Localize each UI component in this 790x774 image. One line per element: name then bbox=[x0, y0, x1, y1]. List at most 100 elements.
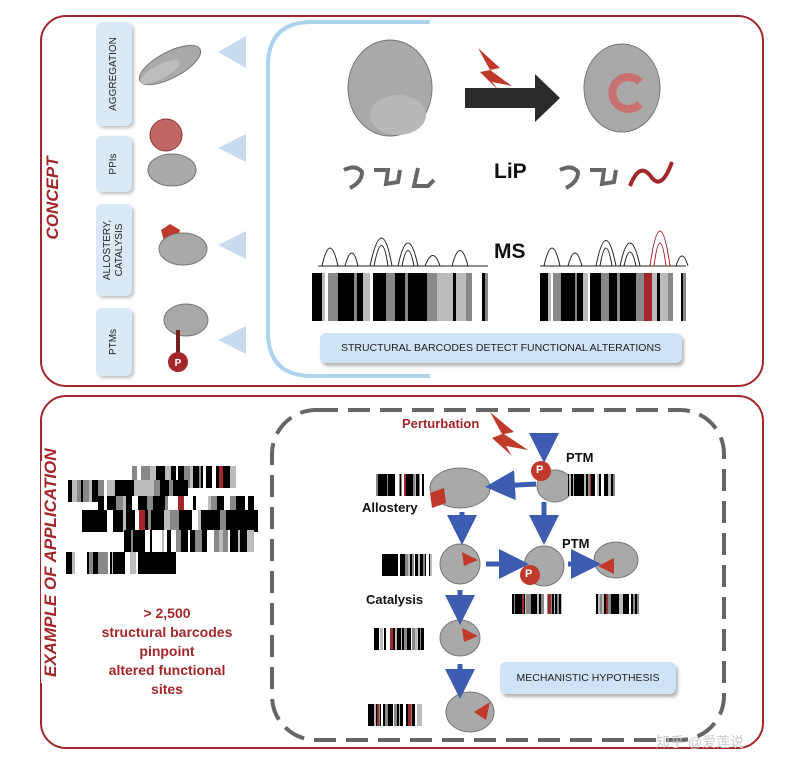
barcode-stripe bbox=[218, 530, 224, 552]
barcode-stripe bbox=[122, 552, 125, 574]
barcode-stripe bbox=[386, 554, 388, 576]
barcode-stripe bbox=[106, 480, 109, 502]
ms-spectrum-left bbox=[318, 237, 488, 267]
barcode-stripe bbox=[456, 273, 466, 321]
barcode-stripe bbox=[222, 466, 229, 488]
barcode-stripe bbox=[113, 552, 120, 574]
lip-peptides-right bbox=[559, 161, 674, 190]
barcode-stripe bbox=[162, 480, 169, 502]
barcode-stripe bbox=[68, 480, 73, 502]
barcode-stripe bbox=[194, 530, 203, 552]
barcode-stripe bbox=[388, 628, 391, 650]
barcode-stripe bbox=[88, 552, 93, 574]
barcode-stripe bbox=[153, 496, 157, 518]
perturbation-label: Perturbation bbox=[402, 416, 480, 431]
barcode-stripe bbox=[147, 480, 154, 502]
ms-label: MS bbox=[494, 240, 526, 263]
barcode-stripe bbox=[406, 628, 408, 650]
barcode-stripe bbox=[627, 594, 630, 614]
barcode-stripe bbox=[223, 496, 230, 518]
barcode-stripe bbox=[572, 474, 575, 496]
barcode-stripe bbox=[97, 480, 105, 502]
barcode-stripe bbox=[179, 480, 184, 502]
barcode-stripe bbox=[337, 273, 345, 321]
transition-arrow bbox=[465, 74, 560, 122]
ptm-marker-top-text: P bbox=[536, 464, 544, 476]
barcode-stripe bbox=[656, 273, 660, 321]
barcode-stripe bbox=[193, 466, 197, 488]
barcode-stripe bbox=[385, 273, 396, 321]
barcode-stripe bbox=[545, 273, 548, 321]
barcode-stripe bbox=[198, 510, 202, 532]
barcode-stripe bbox=[622, 594, 623, 614]
barcode-stripe bbox=[390, 704, 394, 726]
summary-text: > 2,500 structural barcodes pinpoint alt… bbox=[92, 604, 242, 699]
barcode-stripe bbox=[406, 474, 408, 496]
barcode-stripe bbox=[92, 552, 99, 574]
barcode-stripe bbox=[210, 510, 221, 532]
barcode-stripe bbox=[140, 530, 146, 552]
barcode-stripe bbox=[179, 510, 186, 532]
barcode-stripe bbox=[397, 704, 399, 726]
barcode-stripe bbox=[398, 704, 400, 726]
barcode-stripe bbox=[388, 704, 391, 726]
barcode-stripe bbox=[328, 273, 338, 321]
barcode-stripe bbox=[369, 273, 373, 321]
flow-barcode-4 bbox=[512, 594, 562, 614]
barcode-stripe bbox=[140, 480, 148, 502]
barcode-stripe bbox=[427, 273, 437, 321]
barcode-stripe bbox=[115, 480, 120, 502]
barcode-stripe bbox=[465, 273, 473, 321]
barcode-stripe bbox=[577, 474, 580, 496]
barcode-stripe bbox=[161, 530, 165, 552]
barcode-stripe bbox=[228, 466, 231, 488]
barcode-stripe bbox=[512, 594, 514, 614]
barcode-stripe bbox=[107, 510, 114, 532]
summary-line-2: structural barcodes bbox=[101, 624, 233, 640]
barcode-stripe bbox=[667, 273, 673, 321]
barcode-stripe bbox=[147, 510, 152, 532]
barcode-stripe bbox=[379, 273, 386, 321]
barcode-stripe bbox=[387, 474, 391, 496]
barcode-stripe bbox=[183, 466, 190, 488]
barcode-stripe bbox=[398, 474, 400, 496]
barcode-stripe bbox=[108, 480, 116, 502]
barcode-stripe bbox=[412, 628, 415, 650]
concept-barcode-right bbox=[540, 273, 687, 321]
barcode-stripe bbox=[200, 466, 203, 488]
barcode-stripe bbox=[386, 474, 388, 496]
barcode-stripe bbox=[130, 480, 135, 502]
barcode-stripe bbox=[166, 530, 169, 552]
barcode-stripe bbox=[206, 466, 212, 488]
barcode-stripe bbox=[640, 594, 643, 614]
barcode-stripe bbox=[157, 530, 162, 552]
barcode-stripe bbox=[165, 496, 169, 518]
barcode-stripe bbox=[421, 628, 423, 650]
barcode-stripe bbox=[411, 554, 414, 576]
barcode-stripe bbox=[410, 474, 413, 496]
barcode-stripe bbox=[312, 273, 319, 321]
barcode-stripe bbox=[630, 594, 632, 614]
ptm-protein-icon: P bbox=[163, 303, 209, 372]
barcode-stripe bbox=[400, 474, 402, 496]
barcode-stripe bbox=[66, 552, 72, 574]
barcode-stripe bbox=[235, 496, 245, 518]
barcode-stripe bbox=[420, 704, 422, 726]
barcode-stripe bbox=[138, 552, 140, 574]
barcode-stripe bbox=[412, 474, 415, 496]
barcode-stripe bbox=[541, 594, 544, 614]
barcode-stripe bbox=[104, 496, 108, 518]
barcode-stripe bbox=[201, 510, 211, 532]
barcode-stripe bbox=[617, 594, 620, 614]
barcode-stripe bbox=[523, 594, 525, 614]
barcode-stripe bbox=[606, 474, 609, 496]
barcode-stripe bbox=[104, 480, 107, 502]
barcode-stripe bbox=[379, 704, 381, 726]
barcode-stripe bbox=[608, 474, 611, 496]
barcode-stripe bbox=[546, 594, 549, 614]
barcode-stripe bbox=[150, 466, 157, 488]
barcode-stripe bbox=[392, 474, 396, 496]
pointer-arrow-1 bbox=[218, 36, 246, 68]
barcode-stripe bbox=[373, 704, 376, 726]
barcode-stripe bbox=[672, 273, 681, 321]
